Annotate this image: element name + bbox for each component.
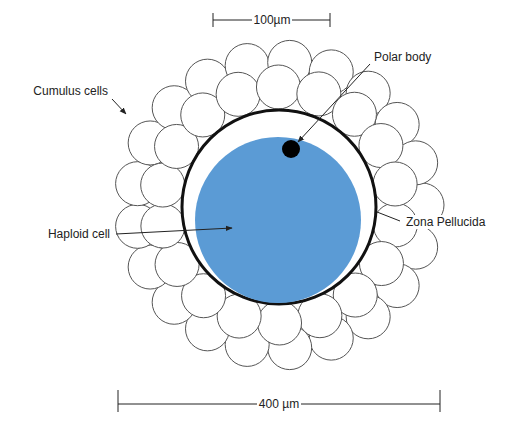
cumulus-cell	[216, 72, 260, 116]
cumulus-cell	[141, 204, 185, 248]
zona-pellucida	[182, 110, 376, 304]
part-label: Zona Pellucida	[404, 215, 487, 229]
part-label: Cumulus cells	[31, 84, 110, 98]
cumulus-cell	[256, 65, 300, 109]
cumulus-cells	[116, 40, 444, 369]
part-label: Haploid cell	[46, 227, 112, 241]
cumulus-cell	[141, 163, 185, 207]
polar-body	[282, 140, 300, 158]
leader-arrow	[116, 228, 232, 234]
dimension-label: 100µm	[252, 13, 293, 27]
dimension-line	[213, 13, 330, 27]
dimension-label: 400 µm	[257, 397, 301, 411]
cumulus-cell	[258, 301, 302, 345]
leader-arrow	[112, 99, 126, 114]
dimension-line	[118, 390, 440, 412]
part-label: Polar body	[372, 50, 433, 64]
haploid-cell	[195, 137, 361, 303]
cumulus-cell	[373, 162, 417, 206]
leader-arrow	[298, 64, 370, 142]
leader-line	[377, 212, 400, 221]
